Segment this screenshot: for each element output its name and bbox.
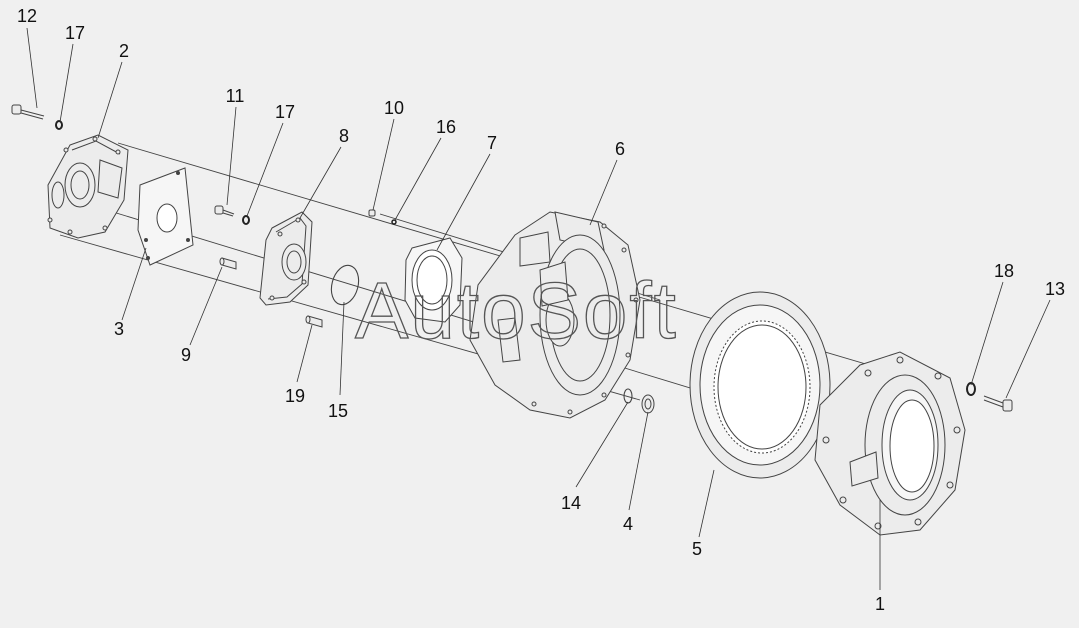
callout-16: 16 bbox=[436, 117, 456, 137]
leader-6 bbox=[589, 159, 618, 226]
part-11-bolt bbox=[214, 205, 235, 217]
leader-7 bbox=[436, 153, 491, 251]
callout-5: 5 bbox=[692, 539, 702, 559]
leader-17b bbox=[246, 122, 284, 217]
part-19-pin bbox=[305, 315, 323, 328]
part-10-bolt bbox=[368, 209, 376, 217]
part-2-end-housing bbox=[47, 134, 129, 239]
part-17-washer-a bbox=[55, 120, 63, 130]
part-15-o-ring bbox=[330, 264, 360, 306]
callout-3: 3 bbox=[114, 319, 124, 339]
callout-13: 13 bbox=[1045, 279, 1065, 299]
part-17-washer-b bbox=[242, 215, 250, 225]
part-5-ring-gear bbox=[689, 291, 831, 479]
part-13-bolt bbox=[983, 395, 1013, 412]
leader-lines bbox=[26, 27, 1051, 590]
callout-6: 6 bbox=[615, 139, 625, 159]
part-9-pin bbox=[219, 257, 237, 270]
part-7-gasket-ring bbox=[404, 237, 463, 323]
callout-18: 18 bbox=[994, 261, 1014, 281]
callout-8: 8 bbox=[339, 126, 349, 146]
part-8-cover-plate bbox=[259, 211, 313, 306]
part-3-gasket bbox=[137, 167, 194, 266]
callout-17b: 17 bbox=[275, 102, 295, 122]
callout-15: 15 bbox=[328, 401, 348, 421]
leader-4 bbox=[628, 411, 649, 511]
leader-3 bbox=[121, 247, 147, 321]
part-12-bolt bbox=[11, 104, 45, 120]
leader-9 bbox=[189, 266, 223, 346]
callout-2: 2 bbox=[119, 41, 129, 61]
callout-11: 11 bbox=[226, 86, 245, 106]
callout-12: 12 bbox=[17, 6, 37, 26]
leader-18 bbox=[970, 281, 1004, 386]
callout-14: 14 bbox=[561, 493, 581, 513]
leader-8 bbox=[299, 146, 342, 219]
leader-15 bbox=[339, 301, 345, 396]
part-1-end-cover bbox=[814, 351, 966, 536]
callout-10: 10 bbox=[384, 98, 404, 118]
part-6-main-housing bbox=[469, 211, 641, 419]
part-16-washer bbox=[391, 219, 397, 225]
callout-9: 9 bbox=[181, 345, 191, 365]
callout-1: 1 bbox=[875, 594, 885, 614]
callout-7: 7 bbox=[487, 133, 497, 153]
leader-19 bbox=[296, 324, 313, 383]
callout-19: 19 bbox=[285, 386, 305, 406]
watermark: AutoSoft bbox=[355, 266, 678, 355]
leader-17a bbox=[59, 43, 74, 123]
part-14-o-ring bbox=[623, 388, 633, 404]
part-18-washer bbox=[966, 382, 976, 396]
leader-11 bbox=[226, 106, 237, 206]
leader-14 bbox=[575, 401, 629, 488]
leader-12 bbox=[26, 27, 38, 109]
leader-5 bbox=[698, 469, 715, 538]
leader-10 bbox=[372, 118, 395, 211]
leader-16 bbox=[394, 137, 442, 221]
leader-2 bbox=[97, 61, 123, 139]
callout-4: 4 bbox=[623, 514, 633, 534]
part-4-nut bbox=[641, 394, 655, 414]
callout-labels: 12 17 2 11 17 8 10 16 7 6 18 13 3 9 19 1… bbox=[17, 6, 1065, 614]
leader-13 bbox=[1005, 299, 1051, 399]
callout-17a: 17 bbox=[65, 23, 85, 43]
